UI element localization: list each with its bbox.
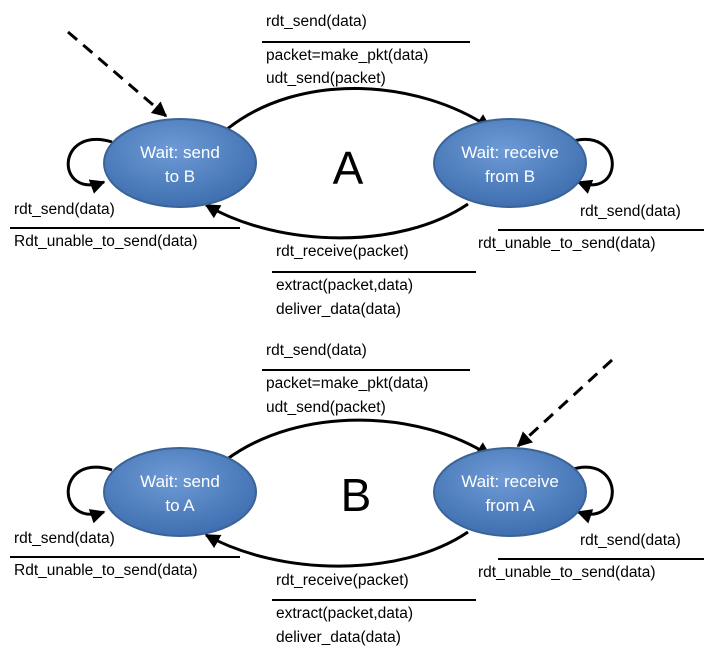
b-bottom-action-2: deliver_data(data) <box>276 629 401 646</box>
b-right-loop-event: rdt_send(data) <box>580 532 681 549</box>
a-top-event: rdt_send(data) <box>266 13 367 30</box>
state-b-left-line1: Wait: send <box>140 472 220 491</box>
state-a-left-line2: to B <box>165 167 195 186</box>
b-top-action-2: udt_send(packet) <box>266 399 386 416</box>
state-a-right-line2: from B <box>485 167 535 186</box>
state-b-wait-send: Wait: send to A <box>103 447 257 537</box>
self-loop-b-right <box>569 465 614 524</box>
b-bottom-action-1: extract(packet,data) <box>276 605 413 622</box>
a-right-loop-event: rdt_send(data) <box>580 203 681 220</box>
state-b-right-line2: from A <box>485 496 535 515</box>
state-a-wait-send: Wait: send to B <box>103 118 257 208</box>
state-b-left-line2: to A <box>165 496 195 515</box>
b-left-loop-event: rdt_send(data) <box>14 530 115 547</box>
machine-b-label: B <box>341 469 372 521</box>
a-bottom-event: rdt_receive(packet) <box>276 243 409 260</box>
a-right-loop-action: rdt_unable_to_send(data) <box>478 235 656 252</box>
state-a-left-line1: Wait: send <box>140 143 220 162</box>
transition-arc-b-bottom <box>204 530 469 568</box>
b-bottom-event: rdt_receive(packet) <box>276 572 409 589</box>
a-left-loop-action: Rdt_unable_to_send(data) <box>14 233 198 250</box>
b-top-event: rdt_send(data) <box>266 342 367 359</box>
transition-arc-a-top <box>225 87 492 132</box>
machine-b: Wait: send to A Wait: receive from A B r… <box>10 342 704 646</box>
a-bottom-action-1: extract(packet,data) <box>276 277 413 294</box>
machine-a-label: A <box>333 142 364 194</box>
initial-arrow-a <box>67 30 168 118</box>
transition-arc-a-bottom <box>204 202 469 240</box>
machine-a: Wait: send to B Wait: receive from B A r… <box>10 13 704 318</box>
state-b-right-line1: Wait: receive <box>461 472 559 491</box>
b-top-action-1: packet=make_pkt(data) <box>266 375 428 392</box>
state-a-right-line1: Wait: receive <box>461 143 559 162</box>
a-top-action-2: udt_send(packet) <box>266 70 386 87</box>
self-loop-b-left <box>66 465 113 524</box>
initial-arrow-b <box>516 358 614 448</box>
transition-arc-b-top <box>225 418 492 462</box>
state-b-wait-receive: Wait: receive from A <box>433 447 587 537</box>
b-right-loop-action: rdt_unable_to_send(data) <box>478 564 656 581</box>
state-a-wait-receive: Wait: receive from B <box>433 118 587 208</box>
self-loop-a-right <box>569 138 614 194</box>
b-left-loop-action: Rdt_unable_to_send(data) <box>14 562 198 579</box>
a-left-loop-event: rdt_send(data) <box>14 201 115 218</box>
a-top-action-1: packet=make_pkt(data) <box>266 47 428 64</box>
self-loop-a-left <box>66 138 113 194</box>
a-bottom-action-2: deliver_data(data) <box>276 301 401 318</box>
